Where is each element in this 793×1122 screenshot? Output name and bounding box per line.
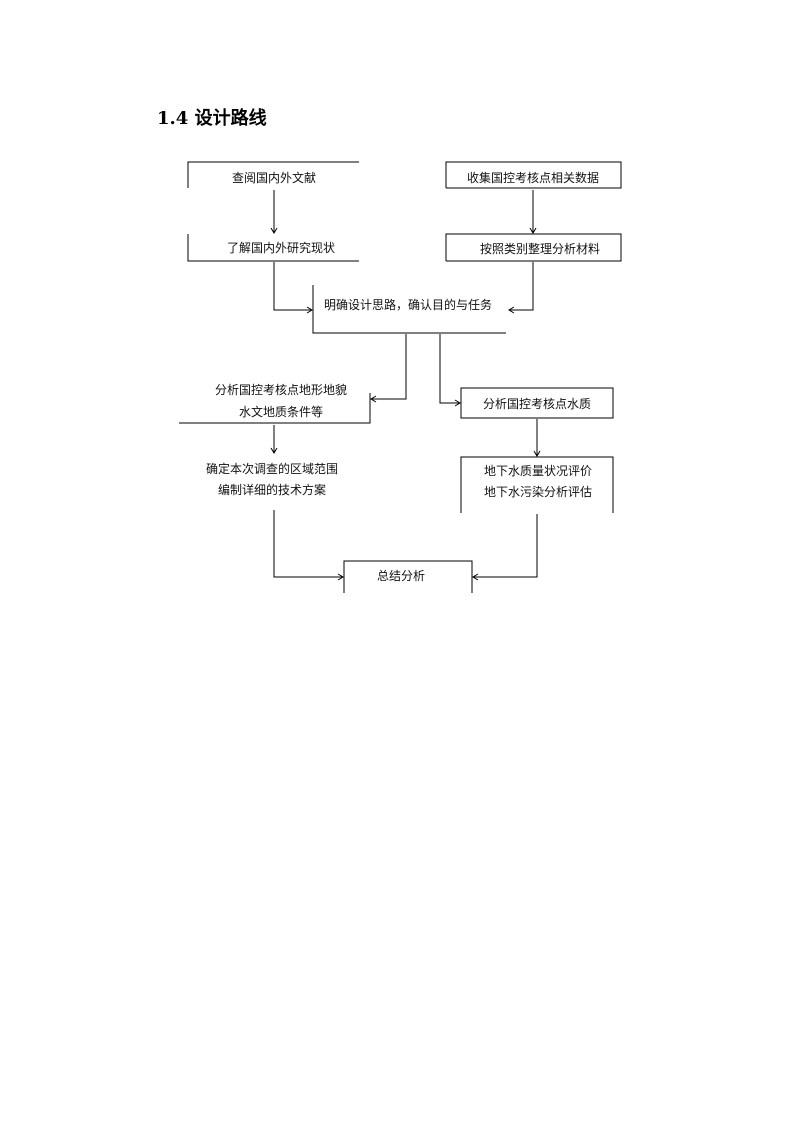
connector-water-quality-to-assessment [533,419,541,457]
connector-terrain-to-scope [270,425,278,454]
connector-literature-to-status [270,190,278,234]
connector-approach-to-water-quality [439,334,461,407]
node-understand-status: 了解国内外研究现状 [187,234,359,262]
node-analyze-water-quality: 分析国控考核点水质 [460,387,614,419]
connector-assessment-to-summary [472,514,538,581]
section-heading: 1.4 设计路线 [157,108,267,129]
node-groundwater-assessment-label-2: 地下水污染分析评估 [484,484,592,499]
node-define-approach-label: 明确设计思路，确认目的与任务 [324,297,492,312]
node-analyze-terrain-label-1: 分析国控考核点地形地貌 [215,382,347,397]
node-analyze-water-quality-label: 分析国控考核点水质 [483,397,591,411]
node-determine-scope-label-1: 确定本次调查的区域范围 [206,461,338,476]
node-consult-literature: 查阅国内外文献 [187,161,359,188]
node-determine-scope: 确定本次调查的区域范围 编制详细的技术方案 [206,461,338,497]
connector-data-to-materials [529,190,537,234]
node-analyze-terrain-label-2: 水文地质条件等 [239,404,323,419]
node-organize-materials-label: 按照类别整理分析材料 [480,241,600,256]
node-determine-scope-label-2: 编制详细的技术方案 [218,482,326,497]
node-groundwater-assessment: 地下水质量状况评价 地下水污染分析评估 [460,456,614,513]
node-groundwater-assessment-label-1: 地下水质量状况评价 [484,464,592,478]
connector-materials-to-approach [508,262,534,314]
node-consult-literature-label: 查阅国内外文献 [232,170,316,185]
node-define-approach: 明确设计思路，确认目的与任务 [312,285,506,334]
node-summary: 总结分析 [343,560,473,593]
node-collect-data: 收集国控考核点相关数据 [445,161,622,189]
connector-status-to-approach [273,262,313,314]
node-understand-status-label: 了解国内外研究现状 [227,240,335,255]
node-collect-data-label: 收集国控考核点相关数据 [467,170,599,185]
node-organize-materials: 按照类别整理分析材料 [445,233,622,262]
connector-approach-to-terrain [370,334,407,403]
node-analyze-terrain: 分析国控考核点地形地貌 水文地质条件等 [179,382,371,424]
node-summary-label: 总结分析 [377,569,425,583]
connector-scope-to-summary [273,510,344,581]
